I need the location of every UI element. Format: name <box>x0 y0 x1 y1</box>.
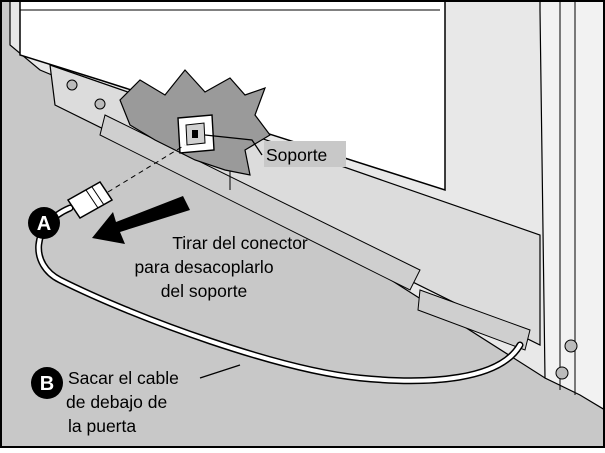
callout-b-line-3: la puerta <box>68 416 136 436</box>
cable-inner <box>36 206 522 383</box>
marker-b-letter: B <box>40 373 54 395</box>
cabinet-side <box>539 0 605 411</box>
bracket <box>177 114 215 154</box>
callout-b-line-1: Sacar el cable <box>68 368 179 388</box>
screw-left-2 <box>94 98 106 110</box>
screw-left-1 <box>66 79 78 91</box>
connector-plug <box>66 181 114 219</box>
screw-right-2 <box>555 366 569 380</box>
soporte-label-bg <box>264 141 346 167</box>
callout-b-text: Sacar el cable de debajo de la puerta <box>66 368 179 436</box>
marker-a: A <box>28 207 60 239</box>
callout-a-line-1: Tirar del conector <box>172 233 308 253</box>
screw-right-1 <box>564 339 578 353</box>
kick-slot-left <box>99 114 421 291</box>
callout-a-line-3: del soporte <box>161 281 248 301</box>
leader-b <box>199 364 241 379</box>
marker-a-letter: A <box>37 213 51 235</box>
callout-a-text: Tirar del conector para desacoplarlo del… <box>134 233 307 301</box>
kick-slot-right <box>417 289 531 351</box>
pull-arrow <box>92 196 190 244</box>
dashed-guide <box>107 144 186 193</box>
callout-a-line-2: para desacoplarlo <box>134 257 273 277</box>
marker-b: B <box>31 367 63 399</box>
leader-soporte <box>204 134 263 156</box>
soporte-label: Soporte <box>266 145 327 165</box>
callout-b-line-2: de debajo de <box>66 392 167 412</box>
